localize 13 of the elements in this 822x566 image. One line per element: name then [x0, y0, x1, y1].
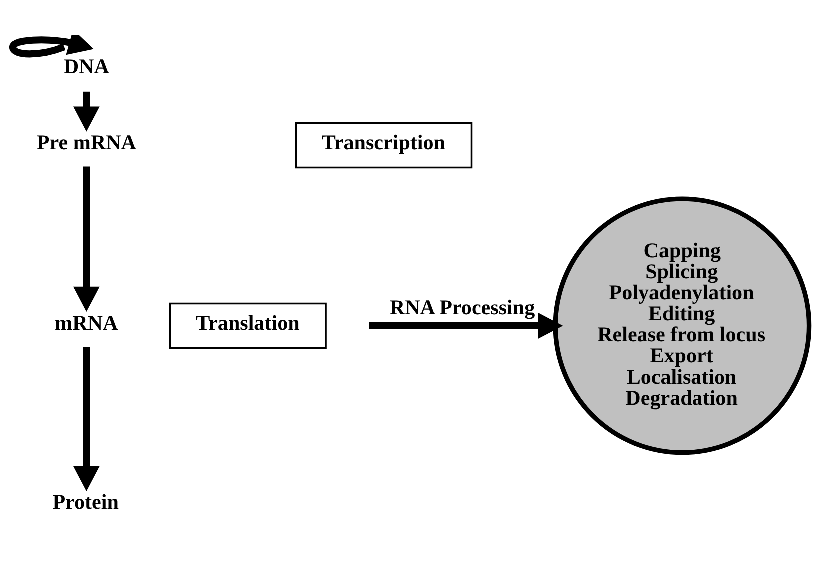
node-text: DNA	[64, 54, 110, 78]
node-text: Pre mRNA	[36, 130, 136, 154]
arrow	[73, 347, 100, 492]
edge-label: RNA Processing	[390, 296, 536, 320]
node-text: Protein	[52, 490, 119, 514]
node-box: Translation	[169, 302, 327, 350]
arrow	[9, 35, 94, 58]
arrow	[73, 166, 100, 312]
node-box: Transcription	[295, 122, 473, 169]
node-circle: Capping Splicing Polyadenylation Editing Release from locus Export Localisation Degradation	[553, 196, 812, 456]
node-text: mRNA	[55, 310, 118, 335]
arrow	[73, 92, 100, 132]
arrow	[369, 312, 564, 340]
